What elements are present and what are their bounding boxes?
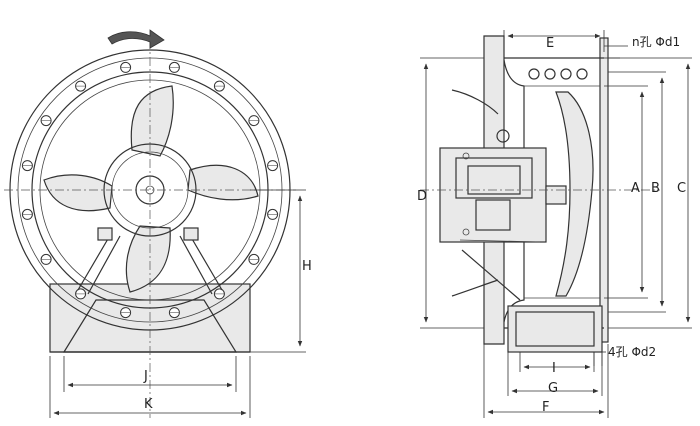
label-F: F <box>542 400 549 415</box>
motor-struts <box>77 227 223 295</box>
label-I: I <box>552 361 556 376</box>
flange-hole-note: n孔 Φd1 <box>604 35 680 59</box>
side-base <box>507 305 603 353</box>
label-flange-holes: n孔 Φd1 <box>632 35 680 49</box>
dim-H: H <box>250 189 312 353</box>
label-C: C <box>677 181 686 196</box>
flange-holes <box>21 61 279 319</box>
rotation-arrow-icon <box>107 29 165 49</box>
dim-B: B <box>608 71 666 313</box>
motor-body <box>439 147 567 243</box>
dim-J: J <box>63 356 237 392</box>
side-blade <box>555 91 594 297</box>
lifting-eye <box>496 129 510 143</box>
label-H: H <box>302 259 312 274</box>
label-D: D <box>417 189 427 204</box>
label-K: K <box>144 397 153 412</box>
dim-C: C <box>608 57 692 329</box>
label-E: E <box>546 36 554 51</box>
label-base-holes: 4孔 Φd2 <box>608 345 656 359</box>
dim-F: F <box>483 344 609 418</box>
base-hole-note: 4孔 Φd2 <box>593 345 656 366</box>
dim-K: K <box>49 356 251 418</box>
side-view: D E n孔 Φd1 A B <box>417 30 692 418</box>
dim-A: A <box>604 85 648 299</box>
dim-I: I <box>519 352 595 376</box>
dim-E: E <box>503 30 605 52</box>
label-G: G <box>548 381 558 396</box>
label-A: A <box>631 181 640 196</box>
label-B: B <box>651 181 660 196</box>
top-bolts <box>528 68 588 80</box>
label-J: J <box>143 369 148 384</box>
impeller-blades <box>43 85 259 293</box>
front-view: H J K <box>4 29 312 418</box>
dim-G: G <box>507 352 603 396</box>
dim-D: D <box>417 57 484 329</box>
